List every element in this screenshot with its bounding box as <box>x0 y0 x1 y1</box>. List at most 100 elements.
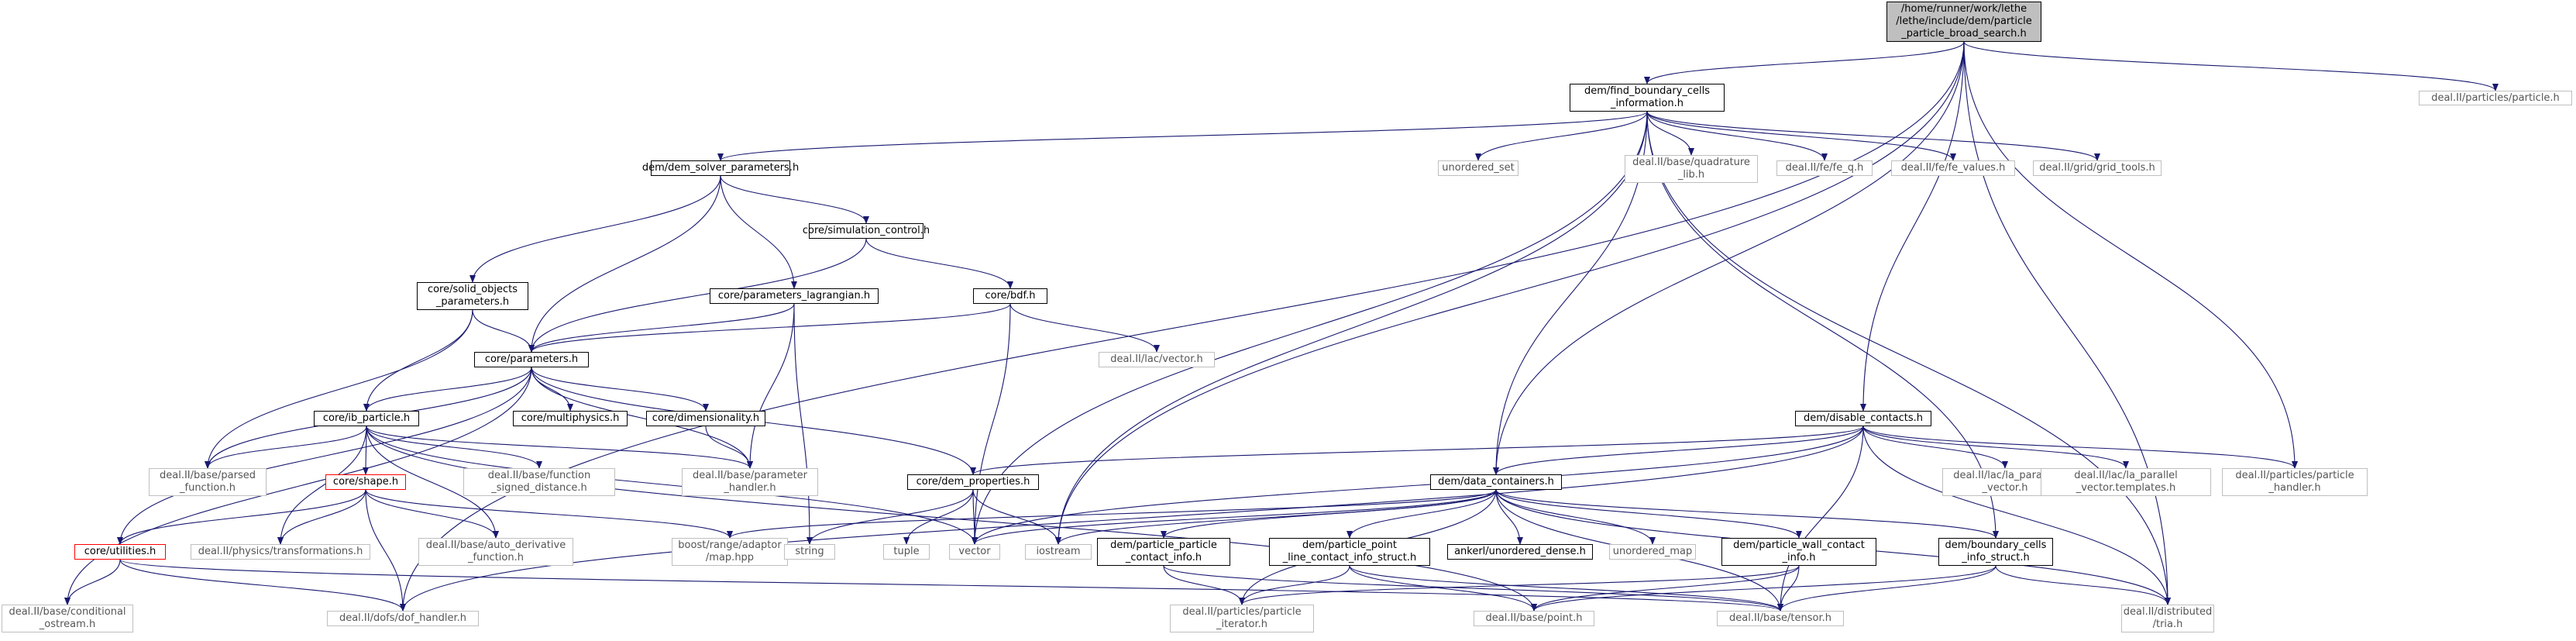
node-point[interactable]: deal.II/base/point.h <box>1474 611 1594 626</box>
edge-params_lagrangian-to-parameters <box>528 303 795 353</box>
edge-data_containers-to-ankerl <box>1495 489 1523 545</box>
node-tuple[interactable]: tuple <box>883 544 930 560</box>
edge-parameters-to-dimensionality <box>531 367 709 412</box>
edge-find_boundary-to-fe_values <box>1646 111 1956 161</box>
node-dem-properties[interactable]: core/dem_properties.h <box>907 474 1039 490</box>
node-fe-values[interactable]: deal.II/fe/fe_values.h <box>1891 160 2015 176</box>
edge-find_boundary-to-vector <box>972 111 1648 545</box>
edge-wall_contact-to-point <box>1531 565 1800 612</box>
edge-root-to-data_containers <box>1493 41 1965 475</box>
node-grid-tools[interactable]: deal.II/grid/grid_tools.h <box>2033 160 2162 176</box>
edge-bdf-to-lac_vector <box>1009 303 1160 353</box>
edge-root-to-tria <box>1963 41 2171 605</box>
edge-dem_properties-to-tuple <box>903 489 974 545</box>
node-solid-objects[interactable]: core/solid_objects _parameters.h <box>417 282 528 310</box>
edge-root-to-iostream <box>1055 41 1965 545</box>
node-quadrature-lib[interactable]: deal.II/base/quadrature _lib.h <box>1625 155 1758 183</box>
edge-parameters-to-conditional_ostream <box>64 367 532 605</box>
node-parsed-function[interactable]: deal.II/base/parsed _function.h <box>149 468 267 496</box>
node-bdf[interactable]: core/bdf.h <box>973 288 1047 304</box>
node-parameter-handler[interactable]: deal.II/base/parameter _handler.h <box>682 468 818 496</box>
node-function-signed[interactable]: deal.II/base/function _signed_distance.h <box>463 468 615 496</box>
edge-root-to-disable_contacts <box>1860 41 1965 412</box>
node-vector[interactable]: vector <box>949 544 1000 560</box>
edge-particle_contact_info-to-tensor <box>1163 565 1783 612</box>
node-particle-iterator[interactable]: deal.II/particles/particle _iterator.h <box>1170 605 1314 632</box>
edge-solid_objects-to-ib_particle <box>363 309 473 412</box>
edge-utilities-to-dof_handler <box>119 559 406 612</box>
node-params-lagrangian[interactable]: core/parameters_lagrangian.h <box>710 288 879 304</box>
edge-utilities-to-tensor <box>119 559 1783 612</box>
node-la-parallel-templates[interactable]: deal.II/lac/la_parallel _vector.template… <box>2041 468 2211 496</box>
edge-sim_control-to-parameters <box>528 238 867 353</box>
edge-solid_objects-to-parameters <box>472 309 535 353</box>
edge-sim_control-to-bdf <box>865 238 1013 289</box>
edge-root-to-dof_handler <box>400 41 1965 612</box>
edge-boundary_cells_struct-to-point <box>1531 565 1996 612</box>
edge-dem_solver_params-to-solid_objects <box>469 175 721 283</box>
node-find-boundary[interactable]: dem/find_boundary_cells _information.h <box>1570 84 1725 112</box>
node-dem-solver-params[interactable]: dem/dem_solver_parameters.h <box>642 160 799 176</box>
node-multiphysics[interactable]: core/multiphysics.h <box>513 411 628 426</box>
node-data-containers[interactable]: dem/data_containers.h <box>1430 474 1562 490</box>
node-conditional-ostream[interactable]: deal.II/base/conditional _ostream.h <box>2 605 133 632</box>
edge-data_containers-to-boundary_cells_struct <box>1495 489 1999 539</box>
edge-find_boundary-to-dem_solver_params <box>717 111 1648 161</box>
edge-dem_solver_params-to-sim_control <box>720 175 869 224</box>
node-boost-map[interactable]: boost/range/adaptor /map.hpp <box>672 538 788 566</box>
node-parameters[interactable]: core/parameters.h <box>474 352 589 367</box>
edge-dem_solver_params-to-parameters <box>528 175 721 353</box>
node-boundary-cells-struct[interactable]: dem/boundary_cells _info_struct.h <box>1938 538 2053 566</box>
edge-shape-to-boost_map <box>365 489 733 539</box>
node-tensor[interactable]: deal.II/base/tensor.h <box>1717 611 1844 626</box>
node-wall-contact[interactable]: dem/particle_wall_contact _info.h <box>1721 538 1876 566</box>
node-particle-contact-info[interactable]: dem/particle_particle _contact_info.h <box>1097 538 1230 566</box>
edge-find_boundary-to-fe_q <box>1646 111 1828 161</box>
node-disable-contacts[interactable]: dem/disable_contacts.h <box>1795 411 1931 426</box>
node-tria[interactable]: deal.II/distributed /tria.h <box>2121 605 2214 632</box>
node-auto-derivative[interactable]: deal.II/base/auto_derivative _function.h <box>418 538 573 566</box>
edge-data_containers-to-vector <box>972 489 1497 545</box>
edge-parameters-to-utilities <box>117 367 532 545</box>
edge-parameters-to-parameter_handler <box>531 367 753 469</box>
node-dimensionality[interactable]: core/dimensionality.h <box>646 411 765 426</box>
edge-root-to-particles_particle <box>1963 41 2499 91</box>
edge-disable_contacts-to-la_parallel_vector <box>1862 426 2008 469</box>
edge-bdf-to-vector <box>972 303 1011 545</box>
edge-find_boundary-to-unordered_set <box>1475 111 1648 161</box>
edge-ib_particle-to-physics_transformations <box>277 426 367 545</box>
edge-ib_particle-to-auto_derivative <box>366 426 499 539</box>
edge-ib_particle-to-point <box>366 426 1537 612</box>
node-fe-q[interactable]: deal.II/fe/fe_q.h <box>1776 160 1873 176</box>
node-particle-handler[interactable]: deal.II/particles/particle _handler.h <box>2222 468 2368 496</box>
node-physics-transformations[interactable]: deal.II/physics/transformations.h <box>191 544 370 560</box>
edge-disable_contacts-to-data_containers <box>1493 426 1864 475</box>
edge-find_boundary-to-quadrature_lib <box>1646 111 1694 156</box>
edge-point_line-to-point <box>1349 565 1537 612</box>
edge-data_containers-to-boost_map <box>727 489 1497 539</box>
node-utilities[interactable]: core/utilities.h <box>74 544 166 560</box>
node-ankerl[interactable]: ankerl/unordered_dense.h <box>1447 544 1593 560</box>
edge-solid_objects-to-parsed_function <box>205 309 473 469</box>
node-root[interactable]: /home/runner/work/lethe /lethe/include/d… <box>1886 2 2041 42</box>
edge-disable_contacts-to-tensor <box>1777 426 1864 612</box>
node-simulation-control[interactable]: core/simulation_control.h <box>803 223 930 239</box>
edge-disable_contacts-to-tria <box>1862 426 2171 605</box>
node-particles-particle[interactable]: deal.II/particles/particle.h <box>2419 91 2572 105</box>
node-ib-particle[interactable]: core/ib_particle.h <box>314 411 419 426</box>
node-unordered-set[interactable]: unordered_set <box>1438 160 1518 176</box>
edge-dem_solver_params-to-params_lagrangian <box>720 175 797 289</box>
edge-shape-to-auto_derivative <box>365 489 499 539</box>
node-lac-vector[interactable]: deal.II/lac/vector.h <box>1099 352 1215 367</box>
node-unordered-map[interactable]: unordered_map <box>1609 544 1696 560</box>
node-dof-handler[interactable]: deal.II/dofs/dof_handler.h <box>327 611 479 626</box>
node-point-line[interactable]: dem/particle_point _line_contact_info_st… <box>1269 538 1430 566</box>
edge-data_containers-to-point_line <box>1346 489 1497 539</box>
node-shape[interactable]: core/shape.h <box>325 474 406 490</box>
node-iostream[interactable]: iostream <box>1025 544 1092 560</box>
edge-find_boundary-to-tria <box>1646 111 2171 605</box>
node-string[interactable]: string <box>784 544 835 560</box>
edge-ib_particle-to-vector <box>366 426 978 545</box>
edge-wall_contact-to-particle_iterator <box>1239 565 1800 605</box>
edge-find_boundary-to-grid_tools <box>1646 111 2100 161</box>
